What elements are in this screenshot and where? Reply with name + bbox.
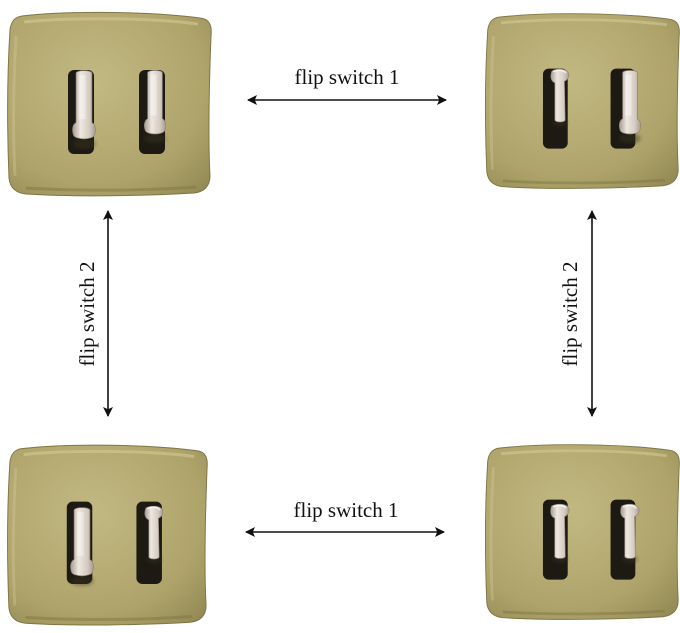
edge-label-right: flip switch 2 (558, 262, 582, 367)
edge-label-left: flip switch 2 (75, 262, 99, 367)
edge-label-bottom: flip switch 1 (294, 498, 399, 522)
switch-plate-top-left (6, 10, 213, 198)
switch-2-toggle-top-left (144, 70, 165, 143)
edge-label-top: flip switch 1 (295, 65, 400, 89)
switch-1-toggle-bottom-left (71, 508, 94, 586)
switch-1-toggle-top-left (73, 71, 96, 149)
switch-plate-bottom-right (483, 443, 680, 621)
switch-2-toggle-top-right (619, 70, 640, 143)
switch-plate-top-right (483, 12, 680, 190)
switch-plate-bottom-left (6, 443, 209, 627)
